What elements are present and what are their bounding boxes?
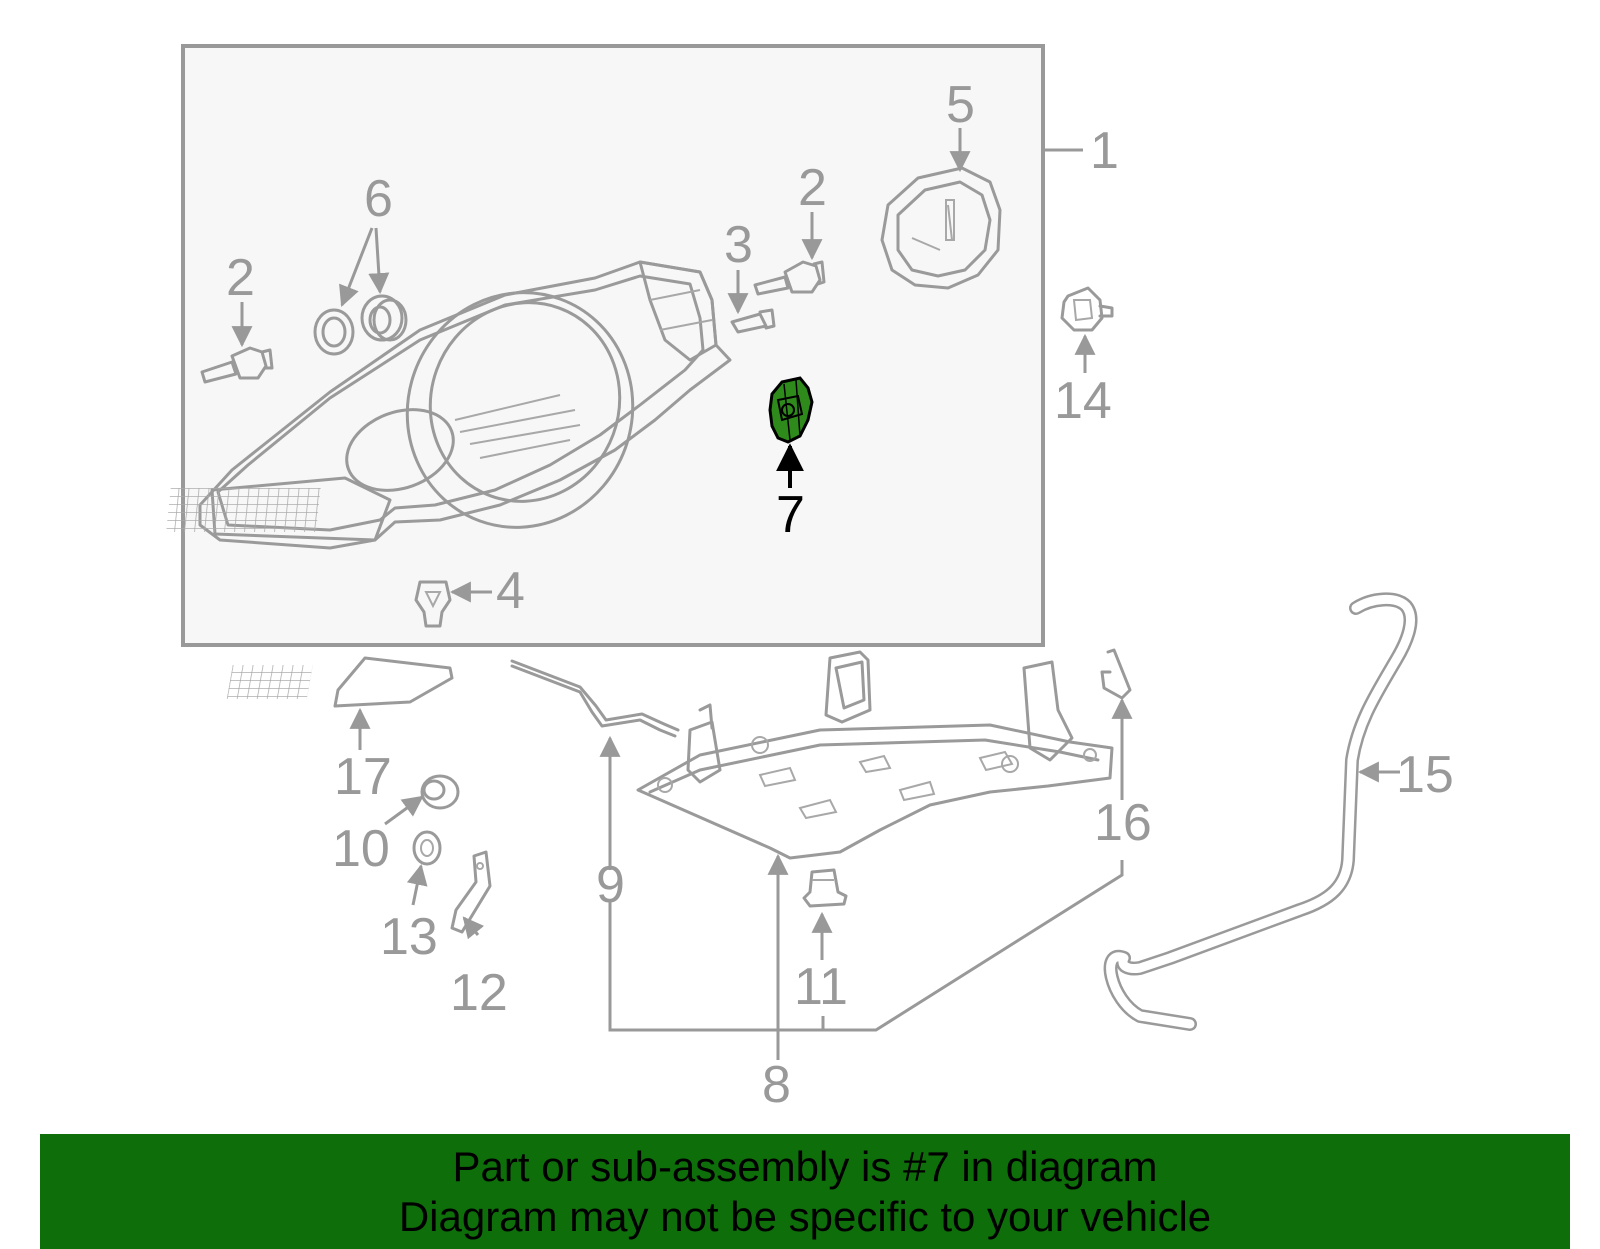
group-bracket [608, 860, 1124, 1032]
seal-rings [313, 294, 408, 356]
headlamp-rear-cover [880, 166, 1002, 290]
banner-line-2: Diagram may not be specific to your vehi… [398, 1192, 1212, 1240]
callout-7: 7 [776, 486, 805, 544]
leader-6b [368, 227, 390, 295]
nut [412, 830, 442, 866]
callout-8: 8 [762, 1056, 791, 1114]
callout-13: 13 [380, 908, 438, 966]
info-banner: Part or sub-assembly is #7 in diagram Di… [40, 1134, 1570, 1249]
headlamp-assembly-box [181, 44, 1045, 647]
callout-9: 9 [596, 856, 625, 914]
leader-12 [462, 916, 485, 940]
leader-6a [339, 227, 374, 307]
signal-bulb [414, 580, 452, 628]
adjuster-rod [510, 664, 677, 738]
leader-13 [406, 863, 428, 906]
headlamp-housing [166, 260, 732, 550]
callout-17: 17 [334, 748, 392, 806]
highlighted-part-7 [768, 376, 814, 444]
callout-12: 12 [450, 964, 508, 1022]
callout-4: 4 [496, 562, 525, 620]
callout-2-left: 2 [226, 249, 255, 307]
retaining-clip [1100, 648, 1132, 700]
rubber-bumper [802, 868, 848, 908]
bulb-screw-right [753, 260, 826, 296]
bracket-strap [450, 850, 492, 934]
mounting-bracket [636, 650, 1114, 860]
small-bulb [730, 308, 776, 334]
callout-14: 14 [1054, 372, 1112, 430]
callout-11: 11 [794, 958, 848, 1016]
grommet [420, 774, 460, 810]
leader-10 [384, 795, 424, 826]
callout-2-right: 2 [798, 159, 827, 217]
bulb-screw-left [200, 346, 274, 384]
callout-15: 15 [1396, 746, 1454, 804]
callout-16: 16 [1094, 794, 1152, 852]
washer-hose [1103, 592, 1418, 1031]
callout-1: 1 [1090, 122, 1119, 180]
callout-6: 6 [364, 170, 393, 228]
callout-5: 5 [946, 76, 975, 134]
banner-line-1: Part or sub-assembly is #7 in diagram [452, 1142, 1158, 1190]
bulb-socket [1060, 286, 1114, 332]
callout-10: 10 [332, 820, 390, 878]
side-marker-lens [226, 656, 454, 708]
callout-3: 3 [724, 216, 753, 274]
